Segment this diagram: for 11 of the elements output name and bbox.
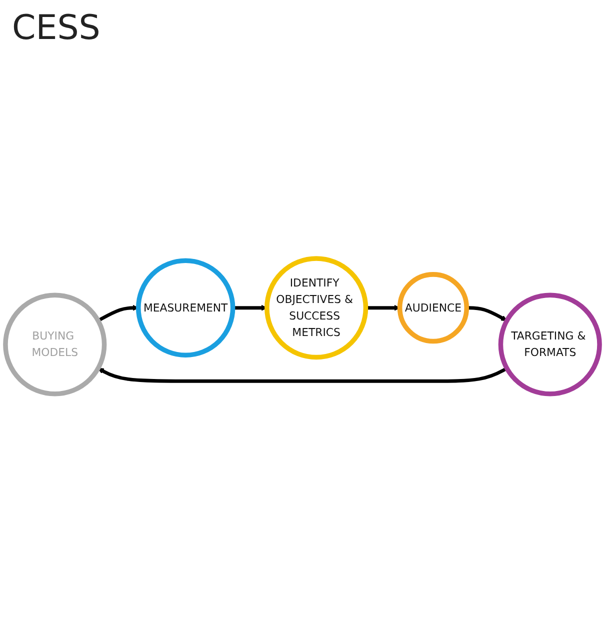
node-circle: IDENTIFY OBJECTIVES & SUCCESS METRICS [264,256,368,360]
node-circle: AUDIENCE [397,272,470,344]
node-circle: TARGETING & FORMATS [498,292,602,396]
title: CESS [11,7,102,50]
node-circle: MEASUREMENT [136,258,236,358]
arrow [97,304,139,322]
node-circle: BUYING MODELS [3,292,107,396]
arrow [466,306,508,321]
arrow [232,304,268,311]
arrow [98,366,508,383]
arrow [366,304,400,311]
